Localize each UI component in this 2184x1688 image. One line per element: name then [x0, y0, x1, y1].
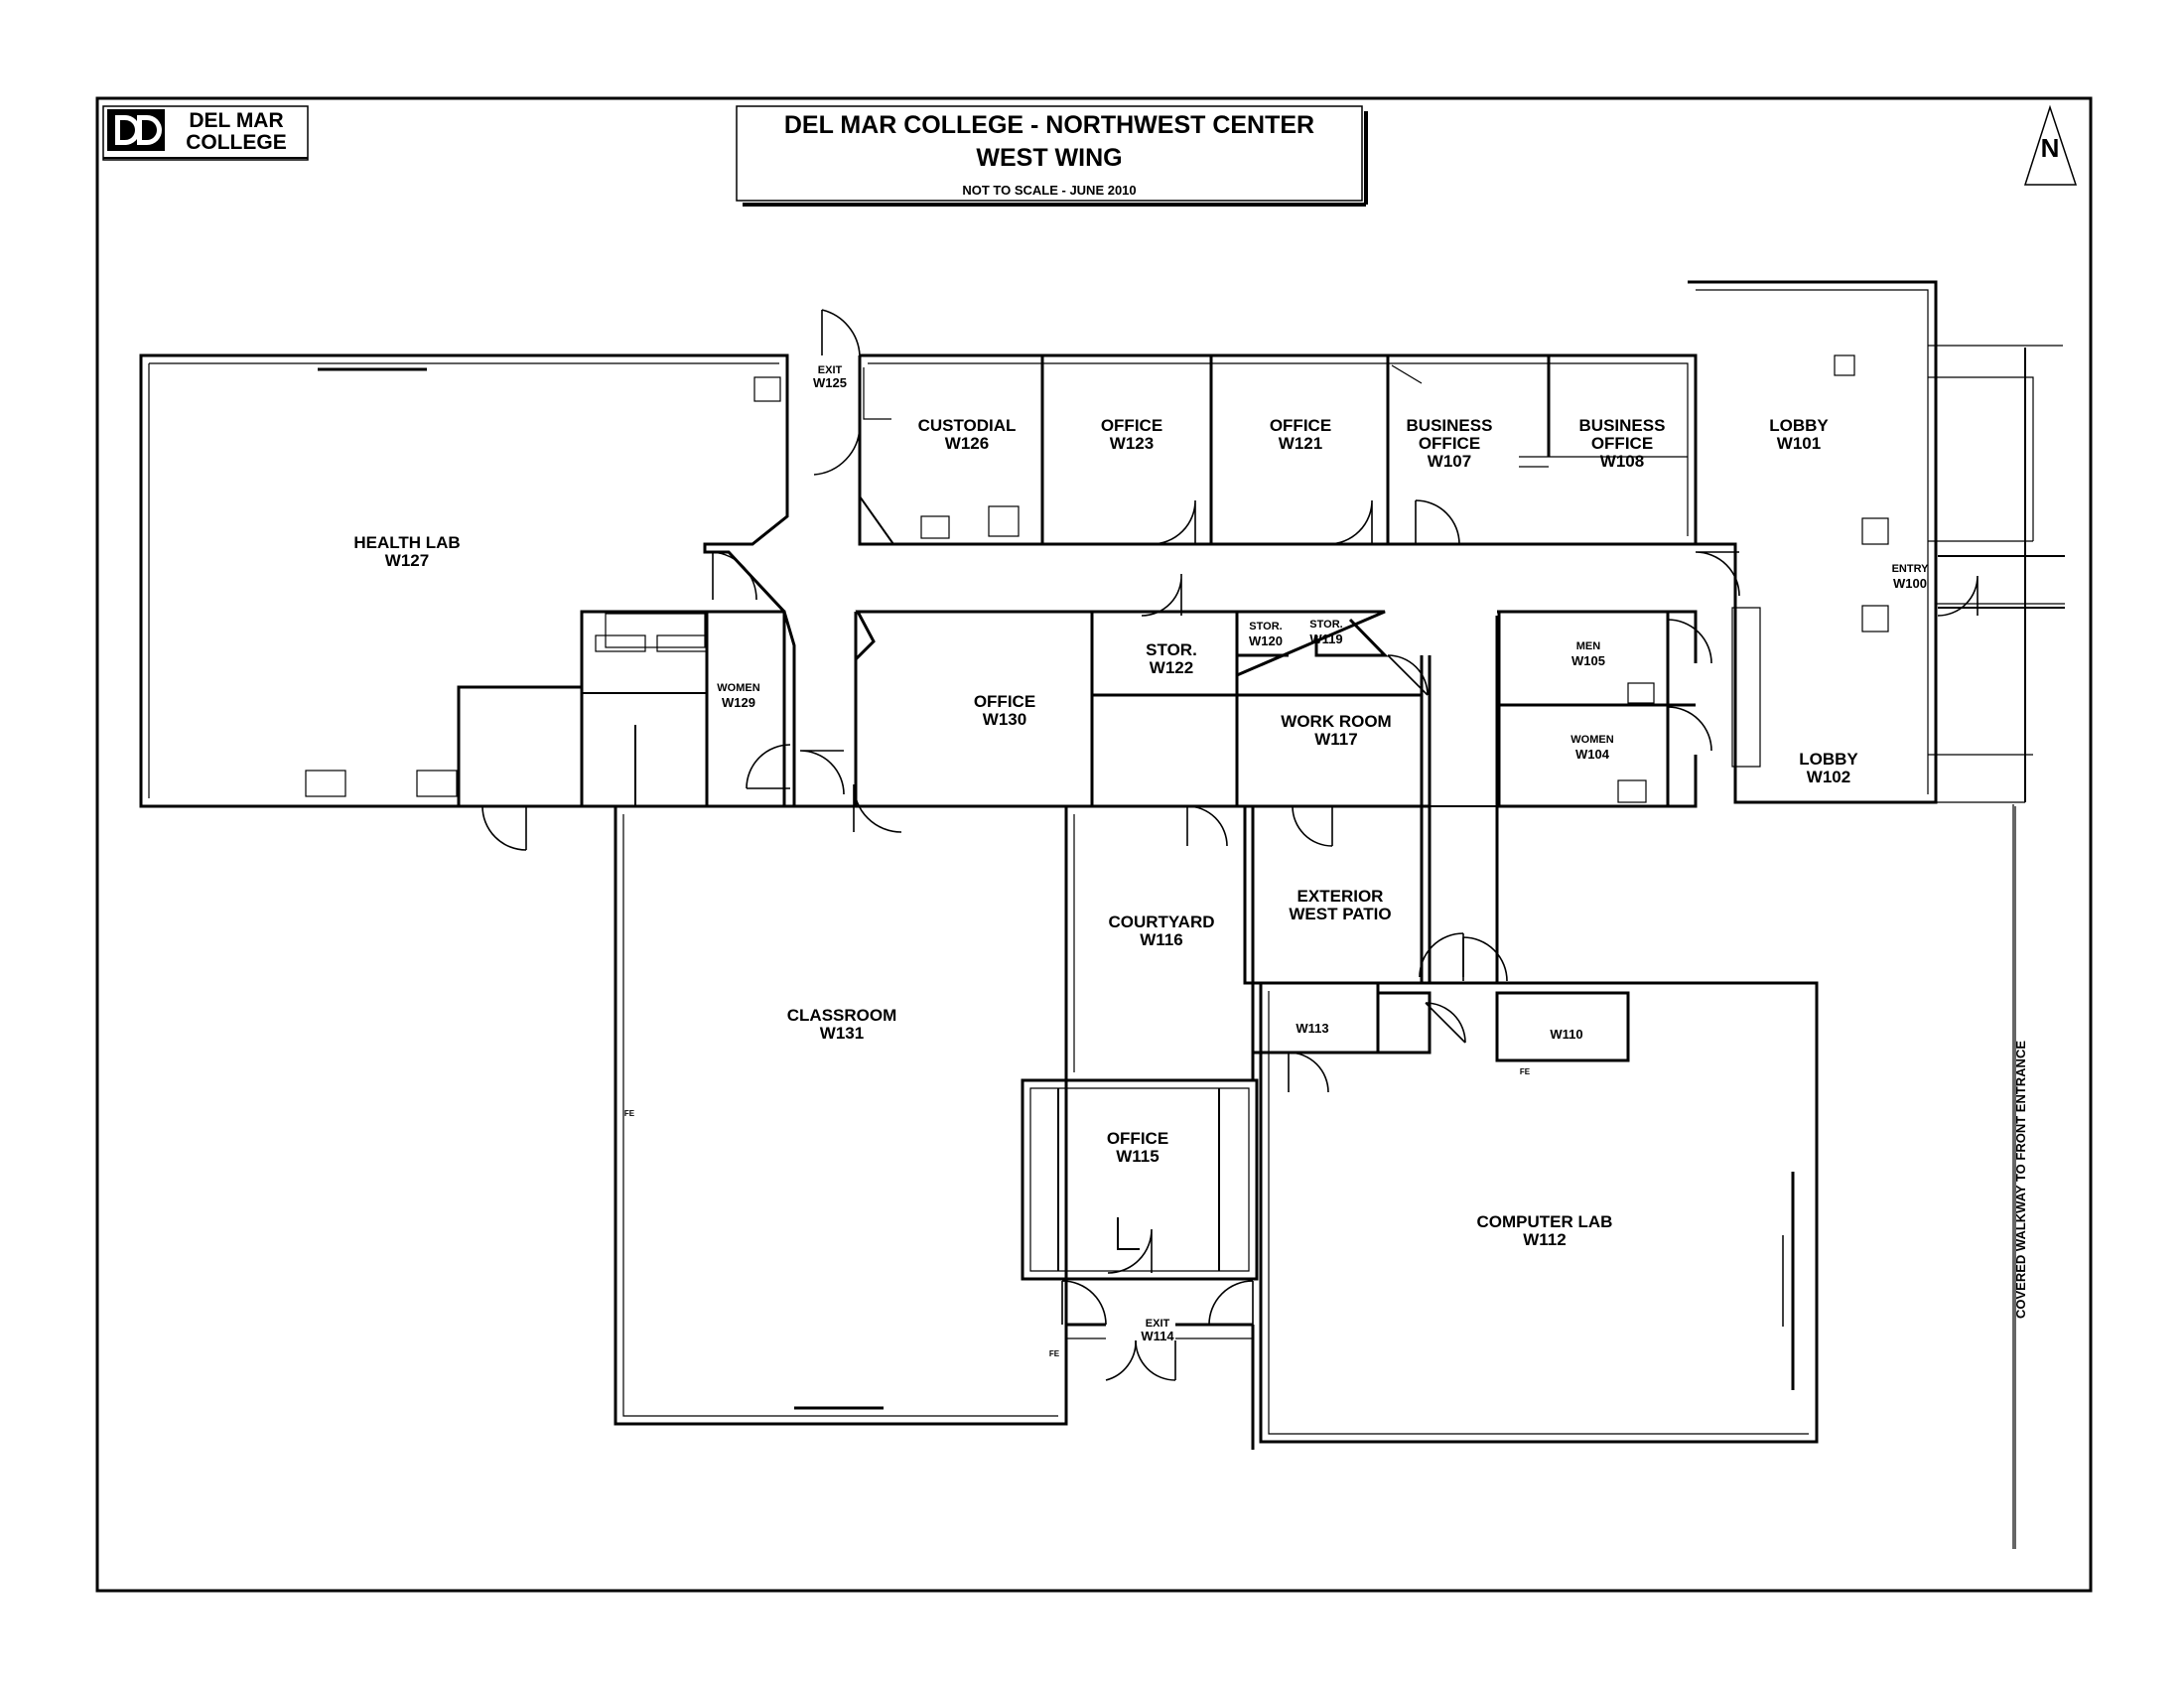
room-label[interactable]: EXIT [818, 364, 843, 376]
room-number[interactable]: W108 [1600, 452, 1644, 471]
room-label[interactable]: LOBBY [1799, 750, 1858, 769]
room-number[interactable]: W129 [722, 695, 755, 710]
room-number[interactable]: W107 [1428, 452, 1471, 471]
room-label[interactable]: BUSINESS [1579, 416, 1666, 435]
room-number[interactable]: W112 [1523, 1230, 1566, 1249]
room-number[interactable]: W102 [1807, 768, 1850, 786]
room-number[interactable]: W114 [1141, 1329, 1174, 1343]
title: DEL MAR COLLEGE - NORTHWEST CENTER [784, 111, 1314, 139]
north-letter: N [2041, 133, 2060, 163]
scale-note: NOT TO SCALE - JUNE 2010 [962, 183, 1136, 198]
room-number[interactable]: W113 [1296, 1021, 1328, 1036]
room-label[interactable]: EXTERIOR [1297, 887, 1384, 906]
room-number[interactable]: W101 [1777, 434, 1821, 453]
del-mar-logo[interactable]: DEL MAR COLLEGE [102, 105, 309, 161]
doors [481, 309, 1979, 1381]
walls [139, 280, 2065, 1549]
room-label[interactable]: WORK ROOM [1281, 712, 1391, 731]
room-number[interactable]: W115 [1116, 1147, 1159, 1166]
room-label[interactable]: EXIT [1146, 1318, 1170, 1330]
room-label[interactable]: OFFICE [1270, 416, 1331, 435]
room-label[interactable]: WOMEN [717, 682, 759, 694]
room-label[interactable]: OFFICE [1101, 416, 1162, 435]
room-number[interactable]: W125 [813, 375, 847, 390]
room-number[interactable]: W121 [1279, 434, 1322, 453]
room-number[interactable]: W126 [945, 434, 989, 453]
room-label[interactable]: MEN [1576, 640, 1601, 652]
room-label[interactable]: ENTRY [1892, 563, 1930, 575]
room-label[interactable]: COMPUTER LAB [1477, 1212, 1613, 1231]
room-label[interactable]: STOR. [1146, 640, 1197, 659]
room-number[interactable]: W131 [820, 1024, 864, 1043]
fe-mark: FE [1049, 1349, 1060, 1358]
room-number[interactable]: W104 [1575, 747, 1610, 762]
room-number[interactable]: W116 [1140, 930, 1182, 949]
room-label[interactable]: COURTYARD [1108, 913, 1214, 931]
page-frame [95, 96, 2093, 1593]
room-label[interactable]: STOR. [1309, 619, 1342, 631]
room-number[interactable]: W100 [1893, 576, 1927, 591]
room-number[interactable]: W117 [1314, 730, 1357, 749]
fe-mark: FE [624, 1109, 635, 1118]
room-number[interactable]: W105 [1571, 653, 1605, 668]
subtitle: WEST WING [976, 144, 1122, 172]
fire-extinguisher-marks: FE FE FE [624, 1067, 1531, 1358]
room-label[interactable]: CLASSROOM [787, 1006, 897, 1025]
room-labels: HEALTH LAB W127 EXIT W125 CUSTODIAL W126… [353, 364, 1929, 1343]
walkway-label: COVERED WALKWAY TO FRONT ENTRANCE [2013, 1041, 2028, 1319]
room-number[interactable]: W123 [1110, 434, 1154, 453]
room-number[interactable]: W130 [983, 710, 1026, 729]
room-label[interactable]: CUSTODIAL [918, 416, 1017, 435]
room-label[interactable]: LOBBY [1769, 416, 1829, 435]
room-number[interactable]: W110 [1550, 1027, 1582, 1042]
room-label[interactable]: WEST PATIO [1289, 905, 1391, 923]
logo-line2: COLLEGE [186, 131, 287, 154]
room-label[interactable]: OFFICE [1591, 434, 1653, 453]
room-number[interactable]: W122 [1150, 658, 1193, 677]
room-number[interactable]: W119 [1309, 632, 1342, 646]
room-label[interactable]: OFFICE [1107, 1129, 1168, 1148]
title-block: DEL MAR COLLEGE - NORTHWEST CENTER WEST … [736, 105, 1368, 207]
room-label[interactable]: HEALTH LAB [353, 533, 460, 552]
room-label[interactable]: OFFICE [1419, 434, 1480, 453]
fe-mark: FE [1520, 1067, 1531, 1076]
room-number[interactable]: W127 [385, 551, 429, 570]
room-number[interactable]: W120 [1249, 633, 1283, 648]
room-label[interactable]: WOMEN [1570, 734, 1613, 746]
room-label[interactable]: OFFICE [974, 692, 1035, 711]
room-label[interactable]: BUSINESS [1407, 416, 1493, 435]
north-arrow-icon: N [2023, 104, 2078, 186]
room-label[interactable]: STOR. [1249, 621, 1282, 633]
logo-line1: DEL MAR [189, 109, 283, 132]
